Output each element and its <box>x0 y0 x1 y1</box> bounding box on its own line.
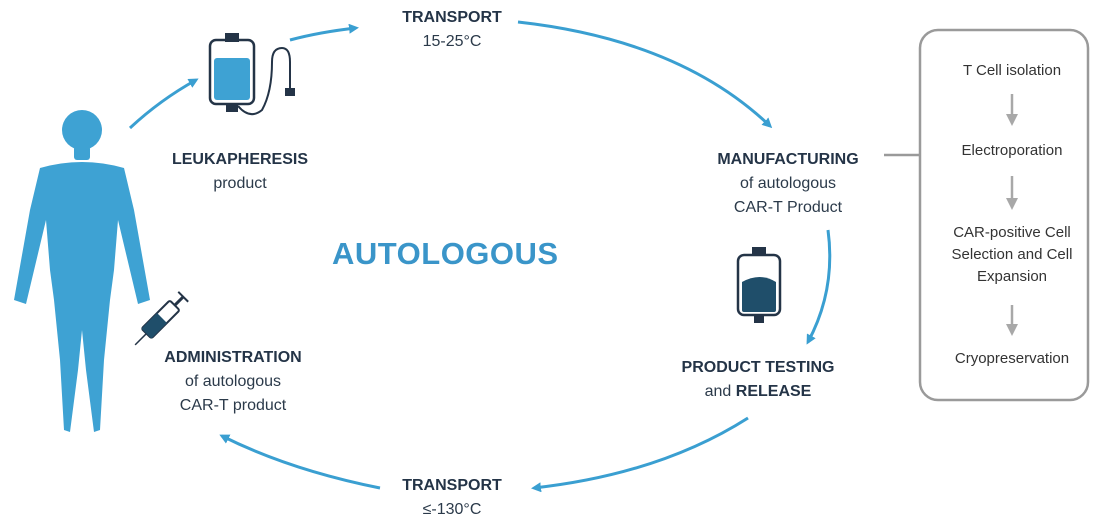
arrow-body-to-bag <box>128 78 199 130</box>
cycle-arrows <box>128 20 832 493</box>
autologous-title: AUTOLOGOUS <box>332 236 559 271</box>
transport-bottom-label: TRANSPORT ≤-130°C <box>402 477 502 518</box>
product-bag-icon <box>736 247 782 323</box>
product-testing-label: PRODUCT TESTING and RELEASE <box>681 359 835 400</box>
process-car-line-2: Selection and Cell <box>951 246 1073 263</box>
manufacturing-label: MANUFACTURING of autologous CAR-T Produc… <box>717 151 859 216</box>
process-car-selection: CAR-positive Cell Selection and Cell Exp… <box>924 222 1099 288</box>
process-box <box>918 28 1090 402</box>
process-car-line-3: Expansion <box>976 268 1048 285</box>
arrow-transport-to-manufacturing <box>517 20 773 129</box>
human-silhouette-icon <box>14 110 150 432</box>
arrow-testing-to-transport <box>531 416 749 493</box>
process-electroporation: Electroporation <box>961 142 1063 159</box>
blood-bag-icon <box>208 33 295 116</box>
leukapheresis-label: LEUKAPHERESIS product <box>171 151 309 192</box>
administration-label: ADMINISTRATION of autologous CAR-T produ… <box>164 349 302 414</box>
arrow-transport-to-administration <box>219 434 381 490</box>
syringe-icon <box>134 291 189 346</box>
arrow-bag-to-transport <box>289 23 359 42</box>
arrow-manufacturing-to-testing <box>806 229 832 345</box>
process-t-cell-isolation: T Cell isolation <box>962 62 1062 79</box>
process-cryopreservation: Cryopreservation <box>954 350 1070 367</box>
process-car-line-1: CAR-positive Cell <box>953 224 1071 241</box>
transport-top-label: TRANSPORT 15-25°C <box>402 9 502 50</box>
